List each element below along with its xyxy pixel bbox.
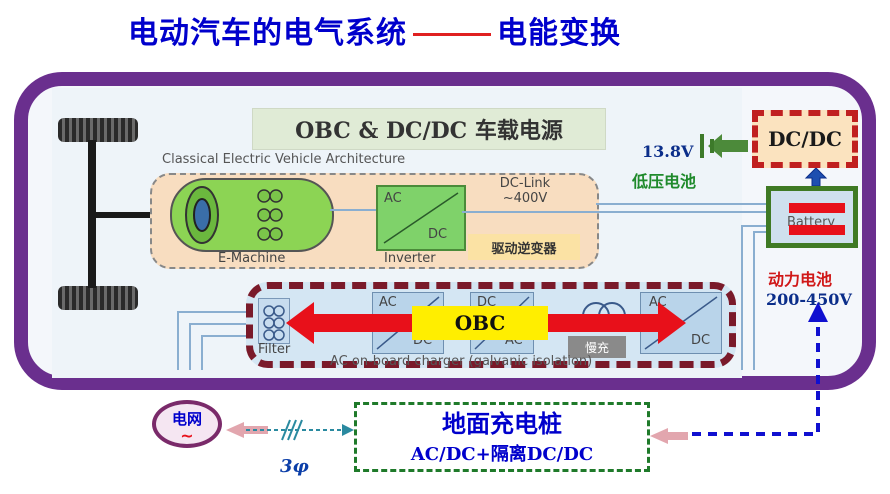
battery-bar-top xyxy=(789,203,845,213)
ground-charger-subtitle: AC/DC+隔离DC/DC xyxy=(410,444,594,465)
dc-link-label: DC-Link ~400V xyxy=(490,176,560,206)
filter-block xyxy=(258,298,290,344)
high-voltage-battery-label: 动力电池 xyxy=(768,270,833,289)
front-wheel-top xyxy=(58,118,138,142)
title-right: 电能变换 xyxy=(497,16,621,51)
motor-label: E-Machine xyxy=(218,251,286,266)
inverter-box: AC DC xyxy=(376,185,466,251)
charger-caption: AC on-board charger (galvanic isolation) xyxy=(330,354,593,369)
front-wheel-bottom xyxy=(58,286,138,310)
e-machine xyxy=(170,178,334,252)
inverter-label: Inverter xyxy=(384,251,436,266)
dc-link-line1: DC-Link xyxy=(499,176,551,191)
title-left: 电动汽车的电气系统 xyxy=(128,16,407,51)
obc-dcdc-banner: OBC & DC/DC 车载电源 xyxy=(252,108,606,150)
three-phase-label: 3φ xyxy=(280,456,309,477)
drive-shaft xyxy=(96,212,176,218)
converter-icon xyxy=(383,192,459,244)
obc-label: OBC xyxy=(412,306,548,340)
stage1-top: AC xyxy=(379,295,397,310)
dc-link-line2: ~400V xyxy=(502,191,548,206)
inverter-dc: DC xyxy=(428,227,448,242)
slow-charge-label: 慢充 xyxy=(568,336,626,358)
dcdc-converter: DC/DC xyxy=(752,110,858,168)
battery-bar-bottom xyxy=(789,225,845,235)
filter-label: Filter xyxy=(258,342,291,357)
traction-battery: Battery xyxy=(766,186,858,248)
inverter-ac: AC xyxy=(384,191,402,206)
ground-charger-box xyxy=(354,402,650,472)
architecture-label: Classical Electric Vehicle Architecture xyxy=(162,152,406,167)
grid-label: 电网 xyxy=(171,410,202,428)
motor-icon xyxy=(185,186,283,244)
ground-charger-title: 地面充电桩 xyxy=(442,410,562,438)
drive-inverter-label: 驱动逆变器 xyxy=(468,234,580,260)
title-dash xyxy=(413,33,491,36)
power-grid: 电网 ~ xyxy=(152,400,222,448)
charger-stage-3: AC DC xyxy=(640,292,722,354)
battery-symbol-icon xyxy=(700,134,714,158)
axle xyxy=(88,140,96,288)
low-voltage-value: 13.8V xyxy=(642,142,694,161)
high-voltage-range: 200-450V xyxy=(766,290,852,309)
page-title: 电动汽车的电气系统 电能变换 xyxy=(0,8,890,52)
low-voltage-battery-label: 低压电池 xyxy=(632,172,697,191)
ac-symbol-icon: ~ xyxy=(180,426,194,445)
stage3-bottom: DC xyxy=(691,333,711,348)
coil-icon xyxy=(263,305,285,341)
